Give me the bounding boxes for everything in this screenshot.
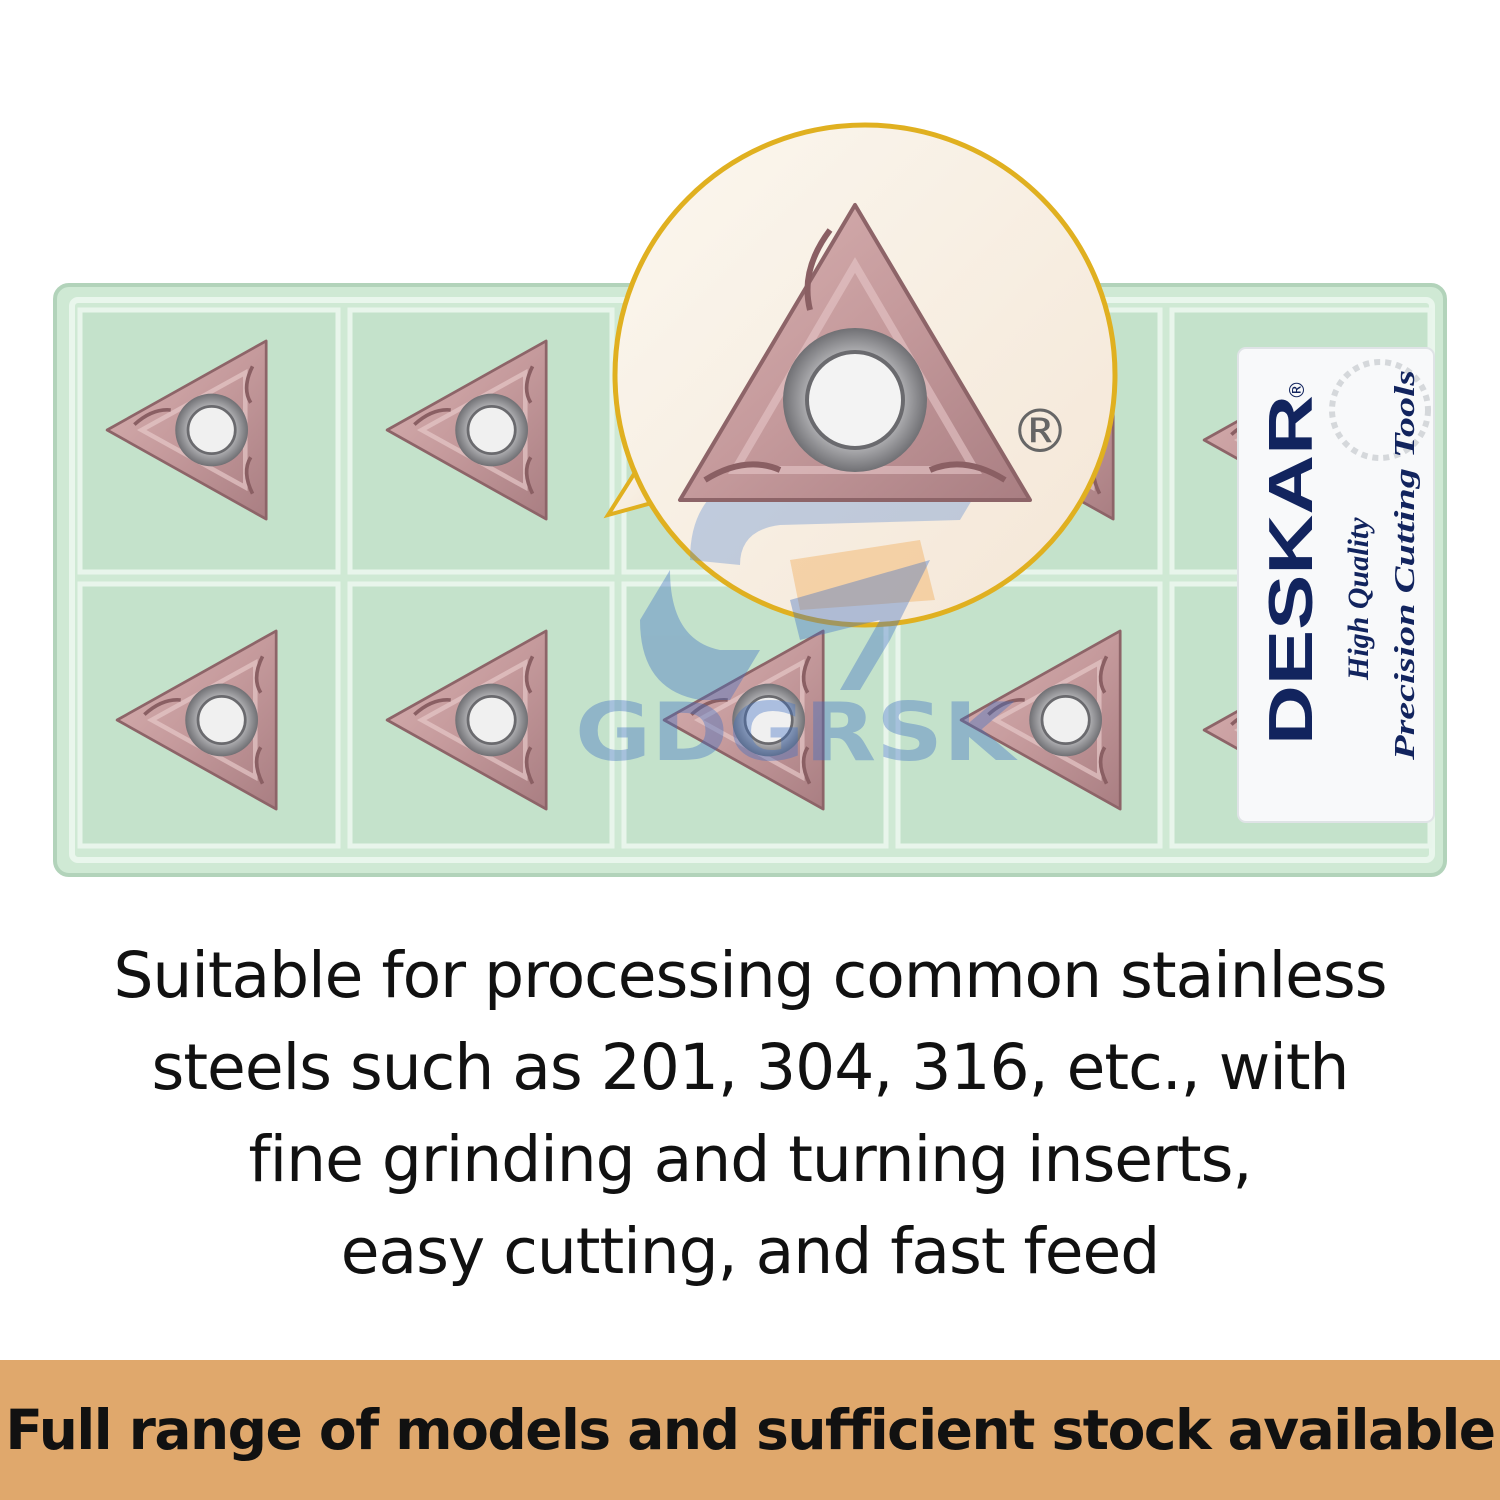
registered-mark: ® — [1010, 397, 1070, 467]
footer-banner: Full range of models and sufficient stoc… — [0, 1360, 1500, 1500]
description-line: steels such as 201, 304, 316, etc., with — [151, 1031, 1350, 1104]
label-brand: DESKAR — [1257, 395, 1326, 745]
label-tagline-line1: High Quality — [1342, 517, 1375, 681]
description-line: fine grinding and turning inserts, — [248, 1123, 1253, 1196]
brand-label: DESKAR ® High Quality Precision Cutting … — [1237, 347, 1435, 823]
watermark-text: GDGRSK — [575, 686, 1018, 779]
magnifier-callout: ® — [603, 122, 1118, 628]
product-description: Suitable for processing common stainless… — [0, 930, 1500, 1298]
zoomed-insert — [678, 203, 1032, 502]
description-line: easy cutting, and fast feed — [340, 1215, 1161, 1288]
footer-text: Full range of models and sufficient stoc… — [5, 1398, 1496, 1462]
label-tagline-line2: Precision Cutting Tools — [1390, 370, 1421, 762]
watermark: GDGRSK — [575, 560, 1018, 779]
label-registered-mark: ® — [1285, 380, 1309, 400]
description-line: Suitable for processing common stainless — [113, 939, 1387, 1012]
